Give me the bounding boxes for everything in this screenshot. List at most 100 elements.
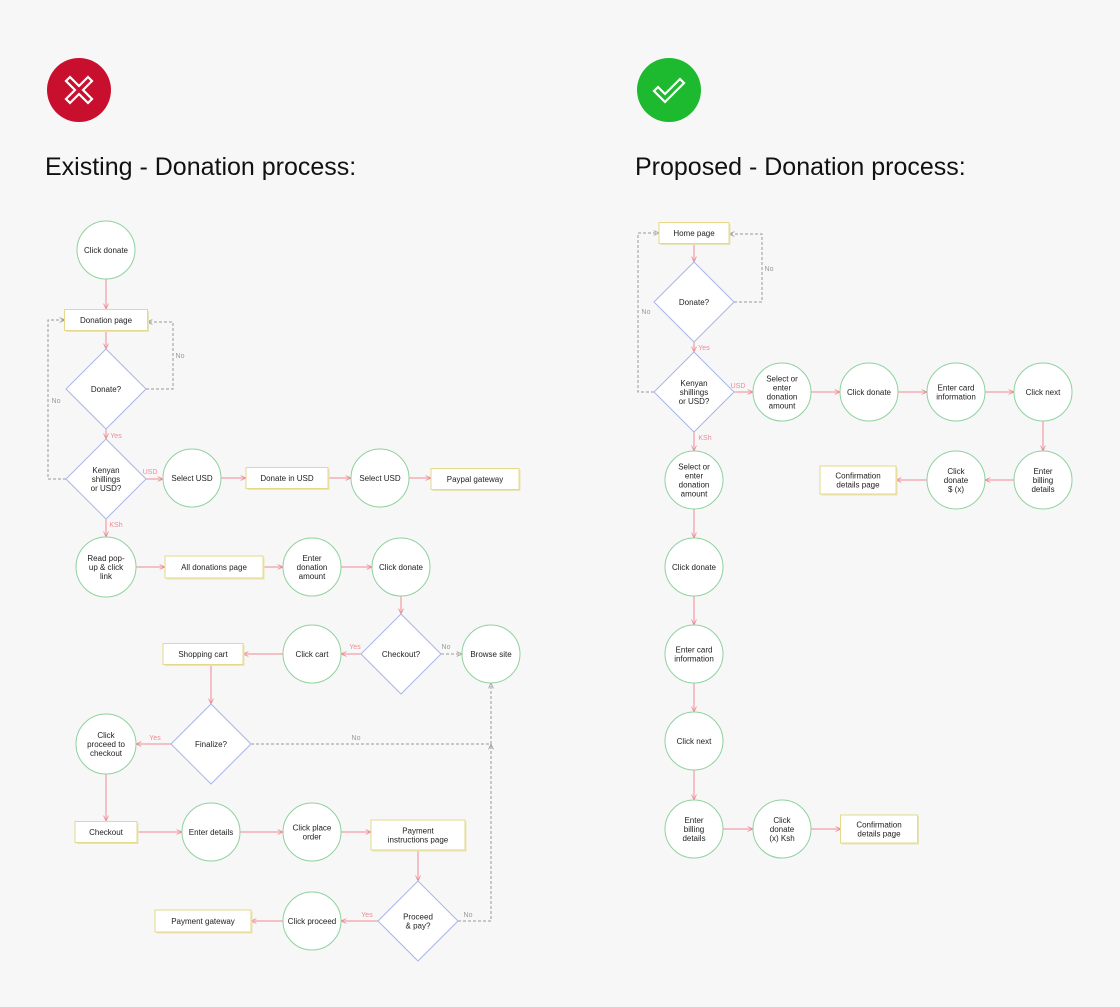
e-currency-q-label: Kenyan: [92, 466, 119, 475]
e-finalize-q-diamond: Finalize?: [170, 703, 252, 785]
e-place-order-label: order: [303, 833, 322, 842]
e-click-donate-2-label: Click donate: [379, 563, 424, 572]
dashed-connector-26: [146, 322, 174, 390]
e-enter-amount-label: donation: [297, 563, 328, 572]
e-click-donate-circle: Click donate: [76, 220, 136, 280]
e-proceed-checkout-label: Click: [97, 731, 115, 740]
e-read-popup-label: link: [100, 572, 113, 581]
p-currency-q-label: shillings: [680, 388, 708, 397]
e-click-proceed-circle: Click proceed: [282, 891, 342, 951]
e-checkout-q-diamond: Checkout?: [360, 613, 442, 695]
dashed-connector-45: [637, 233, 659, 393]
e-donate-q-label: Donate?: [91, 385, 122, 394]
accept-badge: [637, 58, 701, 122]
e-lbl-no-pay-edge-label: No: [464, 912, 473, 919]
p-ksh-card-info-label: Enter card: [676, 646, 713, 655]
e-lbl-no-checkout-edge-label: No: [442, 644, 451, 651]
reject-badge: [47, 58, 111, 122]
e-select-usd-1-circle: Select USD: [162, 448, 222, 508]
e-donation-page-label: Donation page: [80, 316, 133, 325]
e-enter-details-circle: Enter details: [181, 802, 241, 862]
dashed-connector-24: [251, 683, 491, 745]
p-ksh-confirmation-label: details page: [857, 830, 901, 839]
check-mark-icon: [637, 58, 701, 122]
e-payment-gateway-label: Payment gateway: [171, 917, 235, 926]
p-currency-q-label: Kenyan: [680, 379, 707, 388]
e-browse-site-circle: Browse site: [461, 624, 521, 684]
p-usd-billing-label: billing: [1033, 476, 1053, 485]
e-enter-details-label: Enter details: [189, 828, 233, 837]
e-lbl-yes-pay-edge-label: Yes: [361, 912, 373, 919]
p-ksh-click-donate-circle: Click donate: [664, 537, 724, 597]
p-ksh-select-amount-label: Select or: [678, 463, 710, 472]
e-lbl-no-donate-edge-label: No: [52, 398, 61, 405]
dashed-connector-27: [47, 320, 66, 480]
e-lbl-yes-finalize-edge-label: Yes: [149, 735, 161, 742]
e-click-proceed-label: Click proceed: [288, 917, 336, 926]
p-usd-click-donate-x-label: Click: [947, 467, 965, 476]
e-currency-q-label: or USD?: [91, 484, 122, 493]
p-usd-billing-label: Enter: [1033, 467, 1052, 476]
p-usd-card-info-label: information: [936, 393, 976, 402]
e-lbl-no-loop-edge-label: No: [176, 353, 185, 360]
p-usd-click-donate-circle: Click donate: [839, 362, 899, 422]
p-usd-select-amount-label: Select or: [766, 375, 798, 384]
p-lbl-ksh-edge-label: KSh: [698, 435, 711, 442]
p-lbl-yes-edge-label: Yes: [698, 345, 710, 352]
p-donate-q-label: Donate?: [679, 298, 710, 307]
p-ksh-billing-label: billing: [684, 825, 704, 834]
p-ksh-click-next-label: Click next: [677, 737, 712, 746]
p-usd-billing-label: details: [1031, 485, 1054, 494]
p-ksh-select-amount-label: donation: [679, 481, 710, 490]
p-usd-select-amount-label: donation: [767, 393, 798, 402]
e-click-donate-2-circle: Click donate: [371, 537, 431, 597]
e-click-cart-label: Click cart: [296, 650, 330, 659]
p-usd-click-next-circle: Click next: [1013, 362, 1073, 422]
e-proceed-pay-q-label: Proceed: [403, 913, 433, 922]
e-paypal-gateway-rect: Paypal gateway: [430, 468, 521, 491]
e-payment-instructions-label: instructions page: [388, 836, 449, 845]
dashed-connector-25: [458, 744, 491, 922]
p-usd-click-donate-x-label: $ (x): [948, 485, 964, 494]
p-ksh-click-donate-x-label: (x) Ksh: [769, 834, 794, 843]
p-ksh-billing-label: details: [682, 834, 705, 843]
e-checkout-rect: Checkout: [74, 821, 139, 844]
e-read-popup-label: up & click: [89, 563, 124, 572]
e-all-donations-label: All donations page: [181, 563, 247, 572]
p-usd-confirmation-label: Confirmation: [835, 472, 880, 481]
p-usd-confirmation-label: details page: [836, 481, 880, 490]
e-donate-q-diamond: Donate?: [65, 348, 147, 430]
p-ksh-click-donate-x-label: Click: [773, 816, 791, 825]
e-proceed-pay-q-diamond: Proceed& pay?: [377, 880, 459, 962]
e-proceed-checkout-label: proceed to: [87, 740, 125, 749]
e-lbl-ksh-edge-label: KSh: [109, 522, 122, 529]
e-all-donations-rect: All donations page: [164, 555, 265, 580]
p-ksh-click-donate-x-label: donate: [770, 825, 795, 834]
dashed-connector-44: [729, 234, 763, 303]
p-usd-select-amount-label: enter: [773, 384, 792, 393]
p-home-page-label: Home page: [673, 229, 715, 238]
e-payment-instructions-label: Payment: [402, 827, 434, 836]
e-select-usd-2-label: Select USD: [359, 474, 401, 483]
p-donate-q-diamond: Donate?: [653, 261, 735, 343]
p-lbl-no-donate-edge-label: No: [642, 309, 651, 316]
p-ksh-confirmation-label: Confirmation: [856, 821, 901, 830]
p-currency-q-label: or USD?: [679, 397, 710, 406]
p-lbl-no-loop-edge-label: No: [765, 266, 774, 273]
e-checkout-label: Checkout: [89, 828, 124, 837]
e-enter-amount-label: Enter: [302, 554, 321, 563]
